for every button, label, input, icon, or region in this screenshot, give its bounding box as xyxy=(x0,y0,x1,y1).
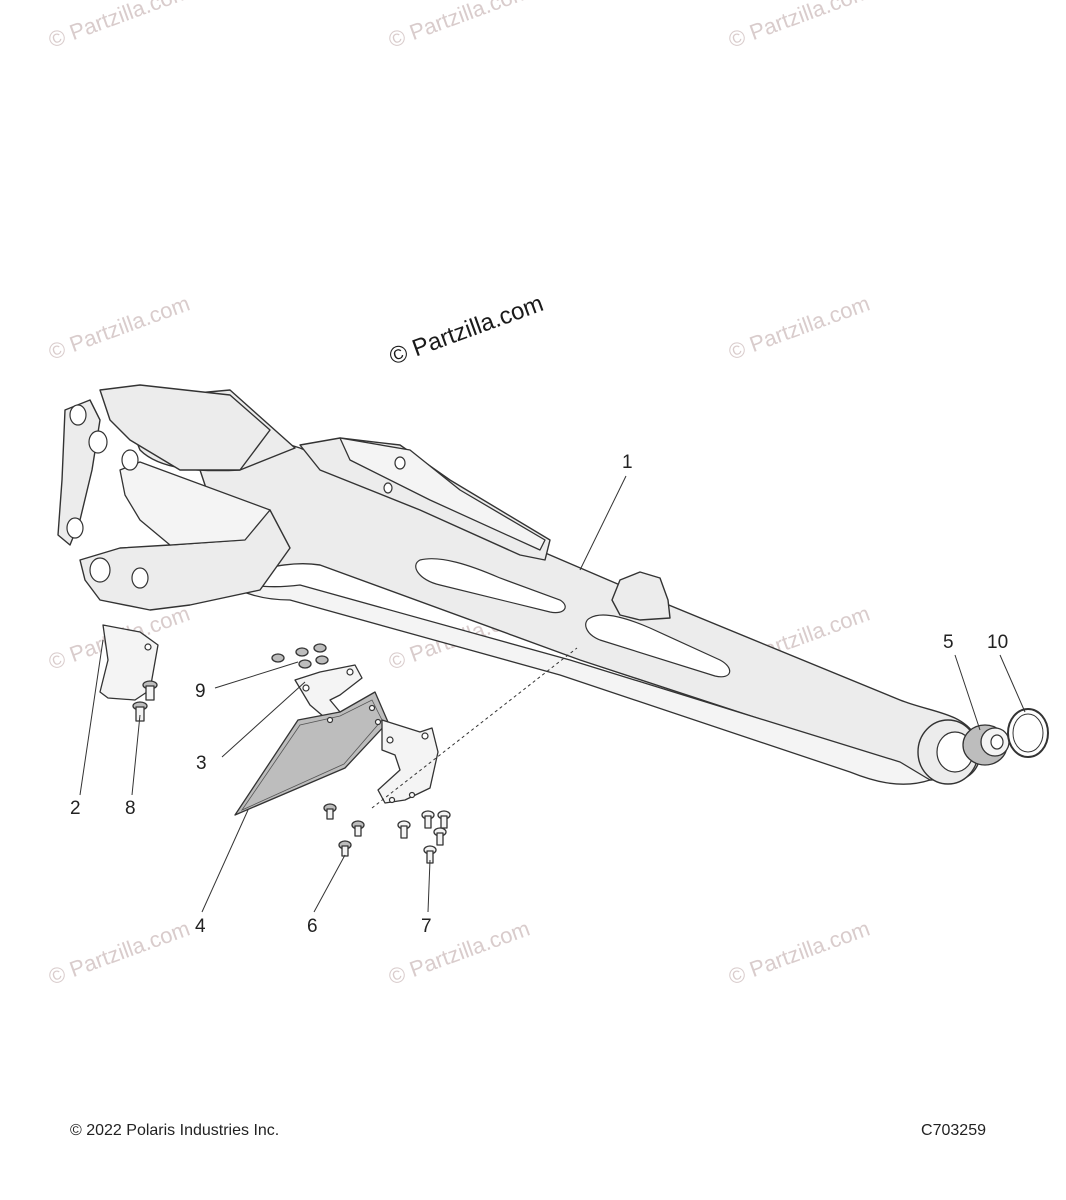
bearing-part-5 xyxy=(962,724,1010,766)
callout-labels: 1 2 3 4 5 6 7 8 9 10 xyxy=(70,452,1008,937)
bolts-part-7 xyxy=(397,810,451,864)
watermark-main: © Partzilla.com xyxy=(386,290,547,371)
diagram-code: C703259 xyxy=(921,1122,986,1139)
watermark: © Partzilla.com xyxy=(45,916,193,990)
trailing-arm xyxy=(57,384,981,785)
watermark: © Partzilla.com xyxy=(45,0,193,53)
callout-9[interactable]: 9 xyxy=(195,681,206,702)
skid-plate-part-4 xyxy=(234,691,389,816)
bolt-part-8 xyxy=(132,680,158,722)
callout-7[interactable]: 7 xyxy=(421,916,432,937)
bracket-small xyxy=(377,719,439,804)
watermark: © Partzilla.com xyxy=(385,916,533,990)
callout-2[interactable]: 2 xyxy=(70,798,81,819)
watermark: © Partzilla.com xyxy=(45,291,193,365)
watermark: © Partzilla.com xyxy=(725,291,873,365)
watermark: © Partzilla.com xyxy=(725,0,873,53)
callout-4[interactable]: 4 xyxy=(195,916,206,937)
callout-3[interactable]: 3 xyxy=(196,753,207,774)
retaining-ring-part-10 xyxy=(1007,708,1049,758)
callout-6[interactable]: 6 xyxy=(307,916,318,937)
copyright-notice: © 2022 Polaris Industries Inc. xyxy=(70,1122,280,1139)
bolts-part-6 xyxy=(323,803,365,857)
callout-5[interactable]: 5 xyxy=(943,632,954,653)
callout-10[interactable]: 10 xyxy=(987,632,1008,653)
bracket-part-2 xyxy=(99,624,159,701)
plate-part-3 xyxy=(294,664,363,723)
assembly-line xyxy=(371,647,578,809)
callout-1[interactable]: 1 xyxy=(622,452,633,473)
watermark: © Partzilla.com xyxy=(725,916,873,990)
watermark: © Partzilla.com xyxy=(385,0,533,53)
leader-lines xyxy=(79,475,1026,913)
callout-8[interactable]: 8 xyxy=(125,798,136,819)
